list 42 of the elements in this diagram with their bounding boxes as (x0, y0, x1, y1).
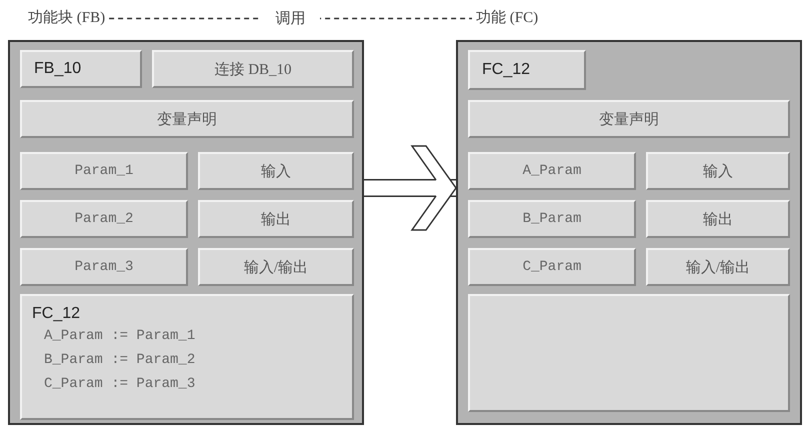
field-box (20, 248, 188, 286)
empty-box (468, 294, 790, 412)
parameter-name: Param_3 (74, 259, 134, 275)
field-label: 输入/输出 (244, 258, 308, 276)
field-box (20, 152, 188, 190)
field-box (468, 50, 586, 90)
panel-heading: 功能块 (FB) (28, 8, 106, 27)
call-block-box (20, 294, 354, 420)
field-box (198, 200, 354, 238)
field-box (468, 200, 636, 238)
field-label: 输入 (261, 162, 291, 180)
field-label: 输出 (703, 210, 733, 228)
code-line: A_Param := Param_1 (44, 327, 196, 346)
field-box (646, 200, 790, 238)
code-line: C_Param := Param_3 (44, 375, 196, 394)
field-label: 变量声明 (599, 110, 659, 128)
code-line: B_Param := Param_2 (44, 351, 196, 370)
parameter-name: A_Param (522, 163, 582, 179)
panel-heading: 功能 (FC) (476, 8, 538, 27)
field-box (152, 50, 354, 88)
field-box (20, 200, 188, 238)
field-label: 输入/输出 (686, 258, 750, 276)
block-name: FC_12 (32, 304, 80, 324)
field-box (20, 50, 142, 88)
parameter-name: C_Param (522, 259, 582, 275)
field-label: 变量声明 (157, 110, 217, 128)
field-box (468, 248, 636, 286)
field-label: FB_10 (34, 60, 82, 78)
parameter-name: Param_1 (74, 163, 134, 179)
parameter-name: B_Param (522, 211, 582, 227)
field-label: 输出 (261, 210, 291, 228)
field-label: FC_12 (482, 61, 530, 79)
field-box (646, 152, 790, 190)
field-box (468, 152, 636, 190)
field-box (20, 100, 354, 138)
field-box (646, 248, 790, 286)
field-label: 连接 DB_10 (214, 60, 292, 78)
field-box (468, 100, 790, 138)
field-label: 输入 (703, 162, 733, 180)
field-box (198, 152, 354, 190)
field-box (198, 248, 354, 286)
parameter-name: Param_2 (74, 211, 134, 227)
